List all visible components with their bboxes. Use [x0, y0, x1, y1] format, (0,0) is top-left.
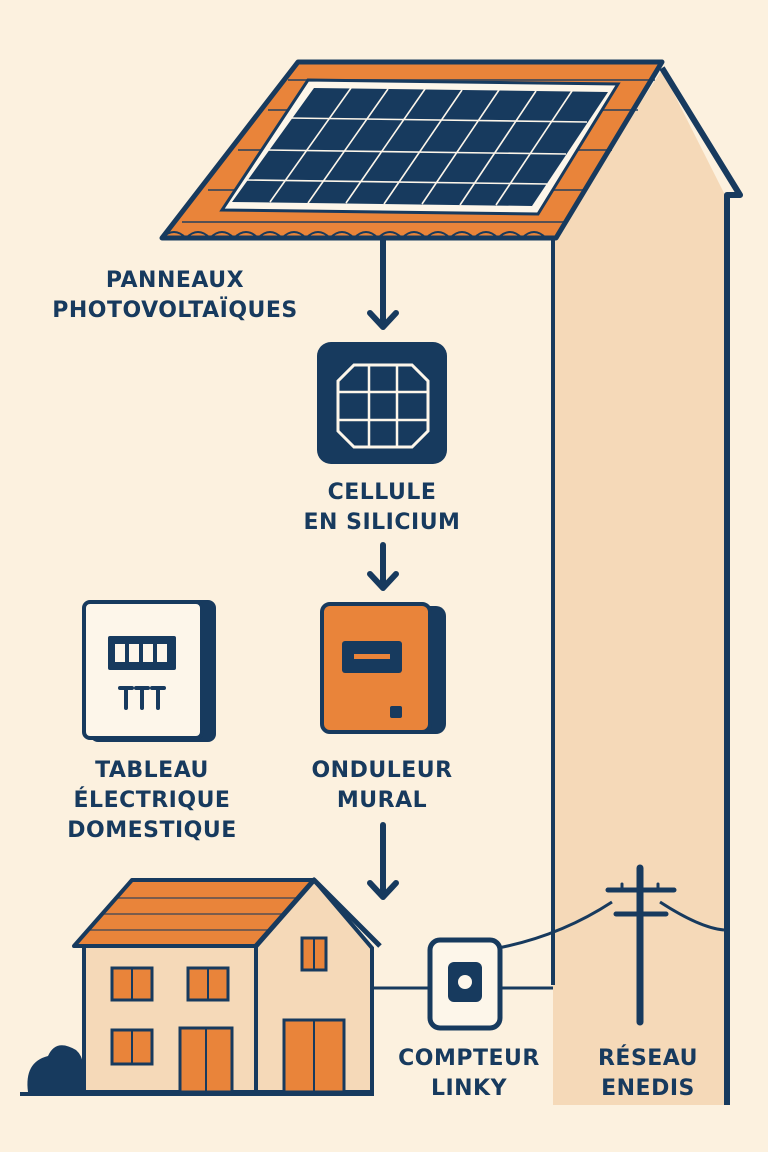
arrow-inverter-to-house — [367, 822, 399, 900]
label-meter: COMPTEUR LINKY — [384, 1044, 554, 1104]
label-panel-board: TABLEAU ÉLECTRIQUE DOMESTIQUE — [42, 756, 262, 846]
label-meter-line1: COMPTEUR — [398, 1046, 540, 1071]
house-icon — [20, 877, 382, 1096]
label-meter-line2: LINKY — [430, 1076, 508, 1101]
label-panel-board-line3: DOMESTIQUE — [67, 818, 237, 843]
utility-pole-icon — [605, 864, 677, 1026]
label-grid-line1: RÉSEAU — [597, 1046, 699, 1071]
solar-panel-icon — [219, 78, 621, 216]
label-panel-board-line2: ÉLECTRIQUE — [73, 788, 231, 813]
label-inverter-line2: MURAL — [336, 788, 428, 813]
label-panels-line1: PANNEAUX — [105, 268, 245, 293]
label-grid-line2: ENEDIS — [601, 1076, 695, 1101]
arrow-cell-to-inverter — [367, 542, 399, 591]
flow-arrows — [367, 237, 399, 900]
label-panel-board-line1: TABLEAU — [95, 758, 209, 783]
inverter-icon — [320, 602, 446, 734]
silicon-cell-icon — [317, 342, 447, 464]
label-panels-line2: PHOTOVOLTAÏQUES — [52, 298, 298, 323]
label-grid: RÉSEAU ENEDIS — [568, 1044, 728, 1104]
label-inverter-line1: ONDULEUR — [311, 758, 453, 783]
label-cell-line2: EN SILICIUM — [303, 510, 461, 535]
label-cell: CELLULE EN SILICIUM — [282, 478, 482, 538]
label-cell-line1: CELLULE — [327, 480, 437, 505]
linky-meter-icon — [427, 937, 503, 1031]
arrow-panels-to-cell — [367, 237, 399, 330]
label-panels: PANNEAUX PHOTOVOLTAÏQUES — [40, 266, 310, 326]
building-wall — [551, 66, 743, 1105]
wiring — [372, 900, 725, 990]
label-inverter: ONDULEUR MURAL — [282, 756, 482, 816]
electrical-panel-icon — [82, 600, 216, 742]
